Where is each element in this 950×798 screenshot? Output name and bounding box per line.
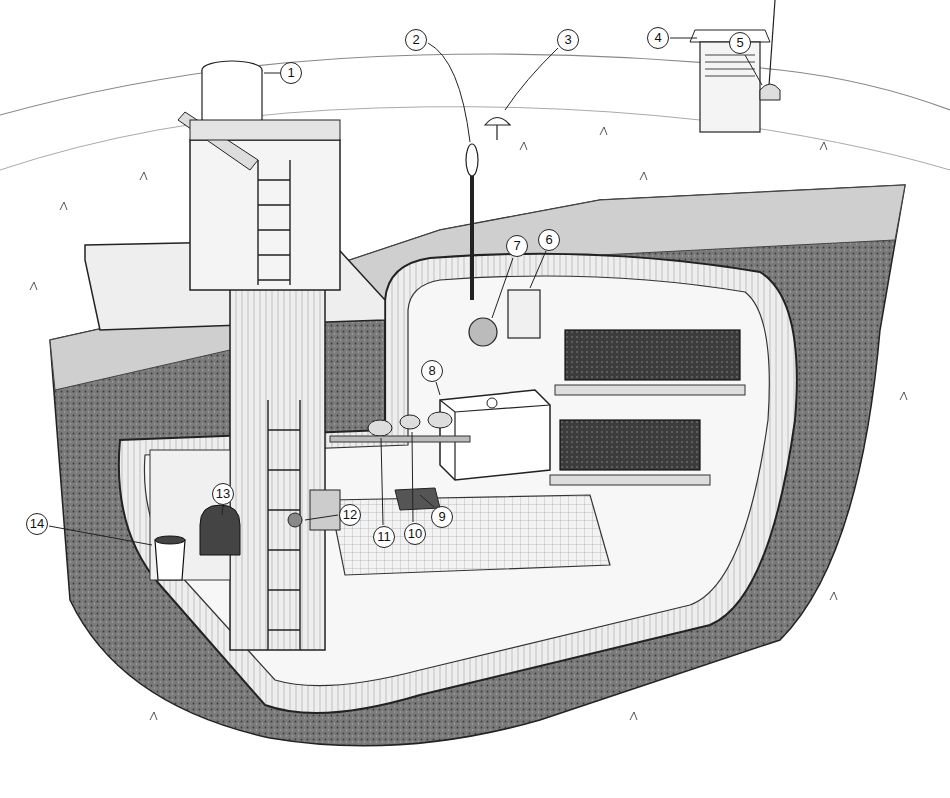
leader-line: [670, 38, 697, 39]
callout-number: 12: [339, 504, 361, 526]
pipe-cap: [466, 144, 478, 176]
leader-line: [264, 73, 280, 74]
cabinet: [440, 390, 550, 480]
vent-box: [508, 290, 540, 338]
floor-mat: [330, 495, 610, 575]
ladder: [258, 160, 290, 285]
callout-number: 14: [26, 513, 48, 535]
floor-box: [395, 488, 440, 510]
callout-number: 8: [421, 360, 443, 382]
pot: [428, 412, 452, 428]
callout-number: 5: [729, 32, 751, 54]
step: [310, 490, 340, 530]
leader-line: [530, 251, 546, 288]
gauge: [760, 84, 780, 100]
entrance-hatch: [190, 140, 340, 290]
callout-number: 7: [506, 235, 528, 257]
pot: [400, 415, 420, 429]
air-intake: [485, 118, 510, 141]
callout-number: 3: [557, 29, 579, 51]
outhouse-vents: [705, 55, 755, 76]
callout-number: 1: [280, 62, 302, 84]
leader-line: [381, 438, 383, 525]
callout-number: 6: [538, 229, 560, 251]
drum-base: [190, 120, 340, 140]
water-drum: [202, 70, 262, 126]
lamp: [487, 398, 497, 408]
shelf: [330, 436, 470, 442]
earth-cutaway: [50, 185, 905, 746]
leader-line: [492, 258, 513, 318]
callout-number: 11: [373, 526, 395, 548]
can: [155, 540, 185, 580]
can-lid: [155, 536, 185, 544]
leader-line: [412, 432, 413, 522]
callout-number: 13: [212, 483, 234, 505]
bunk: [560, 420, 700, 470]
pot: [368, 420, 392, 436]
leader-line: [428, 43, 470, 142]
toilet: [200, 505, 240, 555]
valve: [288, 513, 302, 527]
callout-number: 10: [404, 523, 426, 545]
callout-number: 9: [431, 506, 453, 528]
leader-line: [745, 55, 762, 85]
callout-number: 4: [647, 27, 669, 49]
bunk-frame: [555, 385, 745, 395]
leader-line: [505, 48, 558, 110]
bunk: [565, 330, 740, 380]
leader-line: [49, 526, 152, 545]
leader-line: [436, 382, 440, 395]
leader-line: [305, 515, 338, 520]
leader-line: [420, 495, 434, 507]
callout-number: 2: [405, 29, 427, 51]
entrance-shaft: [230, 260, 325, 650]
vent-pipe: [470, 160, 474, 300]
bunk-frame: [550, 475, 710, 485]
fan: [469, 318, 497, 346]
leader-line: [222, 506, 223, 515]
outhouse: [700, 42, 760, 132]
hill-line: [0, 54, 950, 115]
